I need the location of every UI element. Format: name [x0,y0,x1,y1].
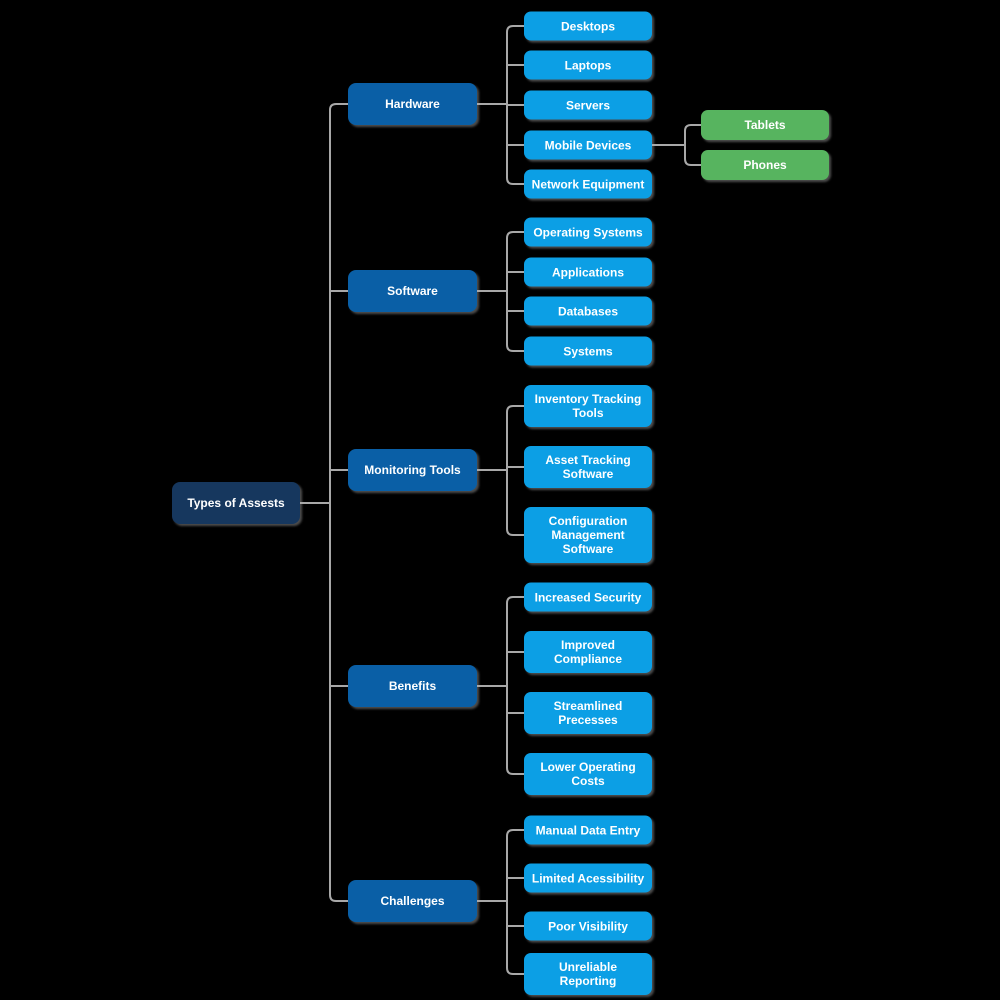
leaf-node-lower-operating-costs[interactable]: Lower Operating Costs [524,753,652,795]
leaf-node-unreliable-reporting[interactable]: Unreliable Reporting [524,953,652,995]
branch-node-monitoring-tools[interactable]: Monitoring Tools [348,449,477,491]
leaf-node-inventory-tracking-tools[interactable]: Inventory Tracking Tools [524,385,652,427]
sub-node-tablets[interactable]: Tablets [701,110,829,140]
leaf-node-systems[interactable]: Systems [524,336,652,366]
leaf-node-applications[interactable]: Applications [524,257,652,287]
leaf-node-improved-compliance[interactable]: Improved Compliance [524,631,652,673]
leaf-node-manual-data-entry[interactable]: Manual Data Entry [524,815,652,845]
leaf-node-servers[interactable]: Servers [524,90,652,120]
branch-node-benefits[interactable]: Benefits [348,665,477,707]
leaf-node-increased-security[interactable]: Increased Security [524,582,652,612]
branch-node-software[interactable]: Software [348,270,477,312]
leaf-node-laptops[interactable]: Laptops [524,50,652,80]
leaf-node-databases[interactable]: Databases [524,296,652,326]
leaf-node-operating-systems[interactable]: Operating Systems [524,217,652,247]
leaf-node-streamlined-precesses[interactable]: Streamlined Precesses [524,692,652,734]
leaf-node-poor-visibility[interactable]: Poor Visibility [524,911,652,941]
root-node-types-of-assets[interactable]: Types of Assests [172,482,300,524]
leaf-node-network-equipment[interactable]: Network Equipment [524,169,652,199]
leaf-node-desktops[interactable]: Desktops [524,11,652,41]
branch-node-hardware[interactable]: Hardware [348,83,477,125]
sub-node-phones[interactable]: Phones [701,150,829,180]
branch-node-challenges[interactable]: Challenges [348,880,477,922]
leaf-node-asset-tracking-software[interactable]: Asset Tracking Software [524,446,652,488]
leaf-node-limited-acessibility[interactable]: Limited Acessibility [524,863,652,893]
leaf-node-mobile-devices[interactable]: Mobile Devices [524,130,652,160]
leaf-node-configuration-management-software[interactable]: Configuration Management Software [524,507,652,563]
